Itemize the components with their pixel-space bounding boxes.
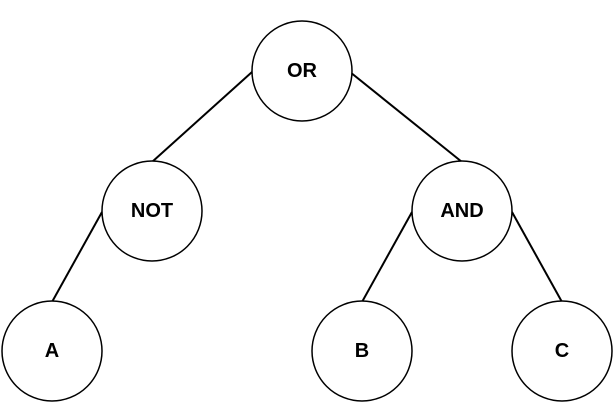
node-not-label: NOT	[131, 200, 173, 222]
edge-and-b	[361, 211, 413, 303]
node-c-circle	[511, 300, 613, 402]
node-or: OR	[251, 20, 353, 122]
node-not: NOT	[101, 160, 203, 262]
node-c-label: C	[555, 340, 569, 362]
node-and-label: AND	[440, 200, 483, 222]
node-or-circle	[251, 20, 353, 122]
edge-and-c	[511, 211, 563, 303]
edge-or-and	[349, 71, 463, 163]
node-a: A	[1, 300, 103, 402]
node-or-label: OR	[287, 60, 318, 82]
edges	[51, 71, 563, 303]
node-b-label: B	[355, 340, 369, 362]
node-and: AND	[411, 160, 513, 262]
edge-or-not	[151, 71, 253, 163]
node-and-circle	[411, 160, 513, 262]
node-c: C	[511, 300, 613, 402]
node-b-circle	[311, 300, 413, 402]
node-a-circle	[1, 300, 103, 402]
node-not-circle	[101, 160, 203, 262]
edge-not-a	[51, 211, 103, 303]
node-a-label: A	[45, 340, 59, 362]
node-b: B	[311, 300, 413, 402]
